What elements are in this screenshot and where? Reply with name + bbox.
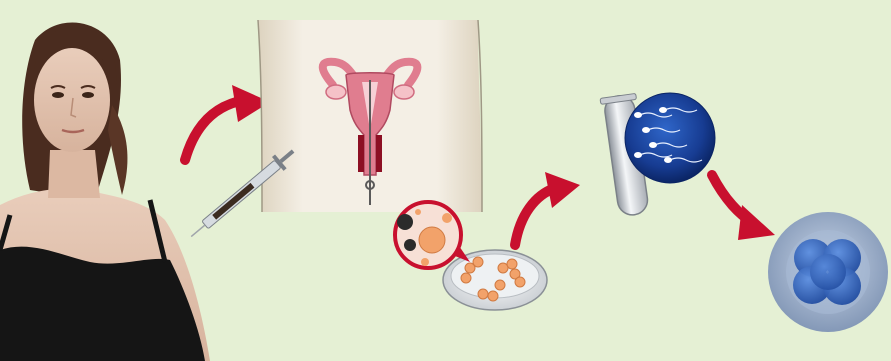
sperm-test-tube-icon [600, 93, 715, 217]
embryo-icon [768, 212, 888, 332]
arrow-to-embryo [712, 175, 775, 240]
woman-portrait [0, 23, 210, 361]
arrow-to-retrieval [185, 85, 270, 160]
arrow-to-fertilization [515, 172, 580, 245]
